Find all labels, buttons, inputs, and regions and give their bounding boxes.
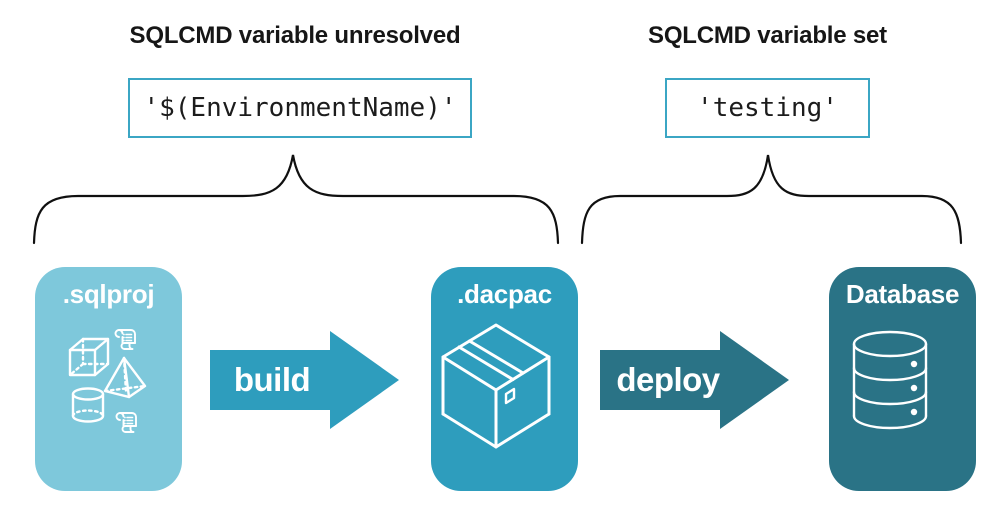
sqlcmd-unresolved-heading: SQLCMD variable unresolved: [129, 22, 461, 49]
cylinder-icon: [71, 387, 105, 423]
database-card-label: Database: [845, 279, 960, 309]
deploy-arrow-label: deploy: [616, 361, 720, 398]
sql-objects-icon: [68, 329, 147, 433]
sqlproj-card: .sqlproj: [35, 267, 182, 491]
deploy-arrow: [600, 331, 789, 429]
database-card: Database: [829, 267, 976, 491]
testing-value-code-box: 'testing': [665, 78, 870, 138]
dacpac-card: .dacpac: [431, 267, 578, 491]
cube-icon: [68, 337, 110, 377]
right-curly-brace: [580, 154, 963, 245]
testing-value-code: 'testing': [697, 93, 838, 123]
environment-variable-code: '$(EnvironmentName)': [143, 93, 457, 123]
scroll-icon-bottom: [115, 412, 137, 433]
scroll-icon-top: [114, 329, 136, 350]
sqlproj-card-label: .sqlproj: [62, 279, 155, 309]
database-cylinder-icon: [852, 330, 928, 430]
sqlcmd-set-heading: SQLCMD variable set: [648, 22, 887, 49]
dacpac-card-label: .dacpac: [457, 279, 552, 309]
build-arrow: [210, 331, 399, 429]
build-arrow-label: build: [233, 361, 311, 398]
environment-variable-code-box: '$(EnvironmentName)': [128, 78, 472, 138]
left-curly-brace: [32, 154, 560, 245]
pyramid-icon: [103, 356, 147, 399]
package-box-icon: [441, 323, 551, 449]
